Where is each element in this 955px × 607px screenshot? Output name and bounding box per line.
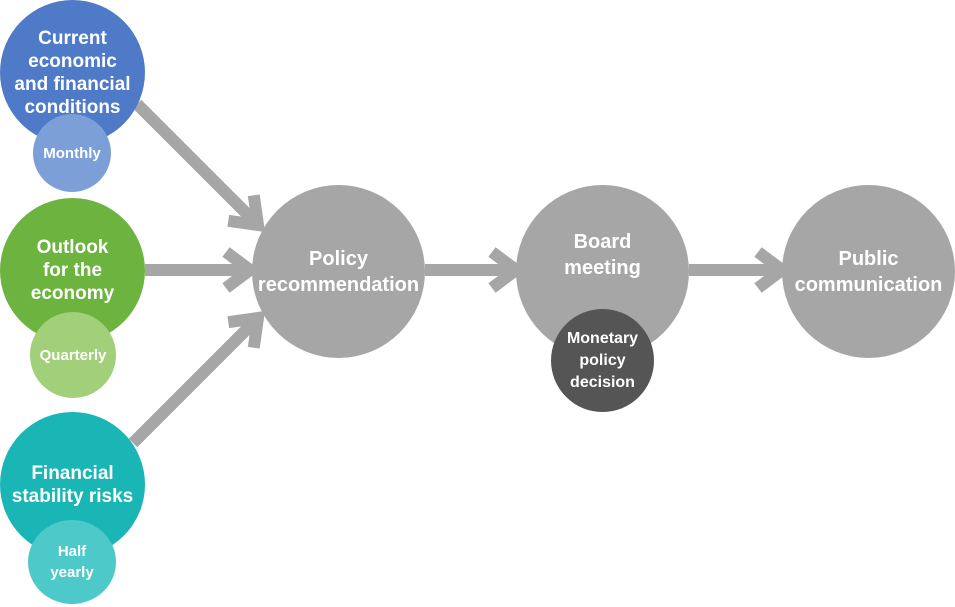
- arrow-policy-to-board: [425, 247, 526, 293]
- quarterly-badge: Quarterly: [30, 312, 116, 398]
- monthly-label: Monthly: [43, 144, 101, 162]
- arrow-current-to-policy: [132, 99, 266, 233]
- arrow-current-to-policy-shaft: [132, 99, 260, 227]
- policy-recommendation-circle: Policy recommendation: [252, 185, 425, 358]
- arrow-outlook-to-policy-head: [222, 247, 260, 293]
- quarterly-label: Quarterly: [39, 346, 107, 364]
- financial-stability-label: Financial stability risks: [11, 462, 134, 507]
- outlook-economy-label: Outlook for the economy: [30, 237, 115, 304]
- board-meeting-label: Board meeting: [564, 230, 641, 279]
- arrow-financial-to-policy-head: [227, 310, 266, 349]
- arrow-group: [128, 99, 792, 448]
- arrow-financial-to-policy: [128, 310, 266, 448]
- monetary-policy-decision-circle: Monetary policy decision: [551, 309, 654, 412]
- half-yearly-label: Half yearly: [50, 543, 94, 581]
- policy-recommendation-label: Policy recommendation: [257, 247, 420, 296]
- monetary-policy-decision-label: Monetary policy decision: [566, 329, 639, 391]
- arrow-financial-to-policy-shaft: [128, 316, 260, 448]
- arrow-outlook-to-policy: [145, 247, 260, 293]
- arrow-board-to-public: [689, 247, 792, 293]
- monthly-badge: Monthly: [33, 114, 111, 192]
- current-conditions-label: Current economic and financial condition…: [14, 27, 131, 118]
- arrow-current-to-policy-head: [227, 194, 266, 233]
- half-yearly-badge: Half yearly: [28, 520, 116, 604]
- public-communication-label: Public communication: [794, 247, 943, 296]
- public-communication-circle: Public communication: [782, 185, 955, 358]
